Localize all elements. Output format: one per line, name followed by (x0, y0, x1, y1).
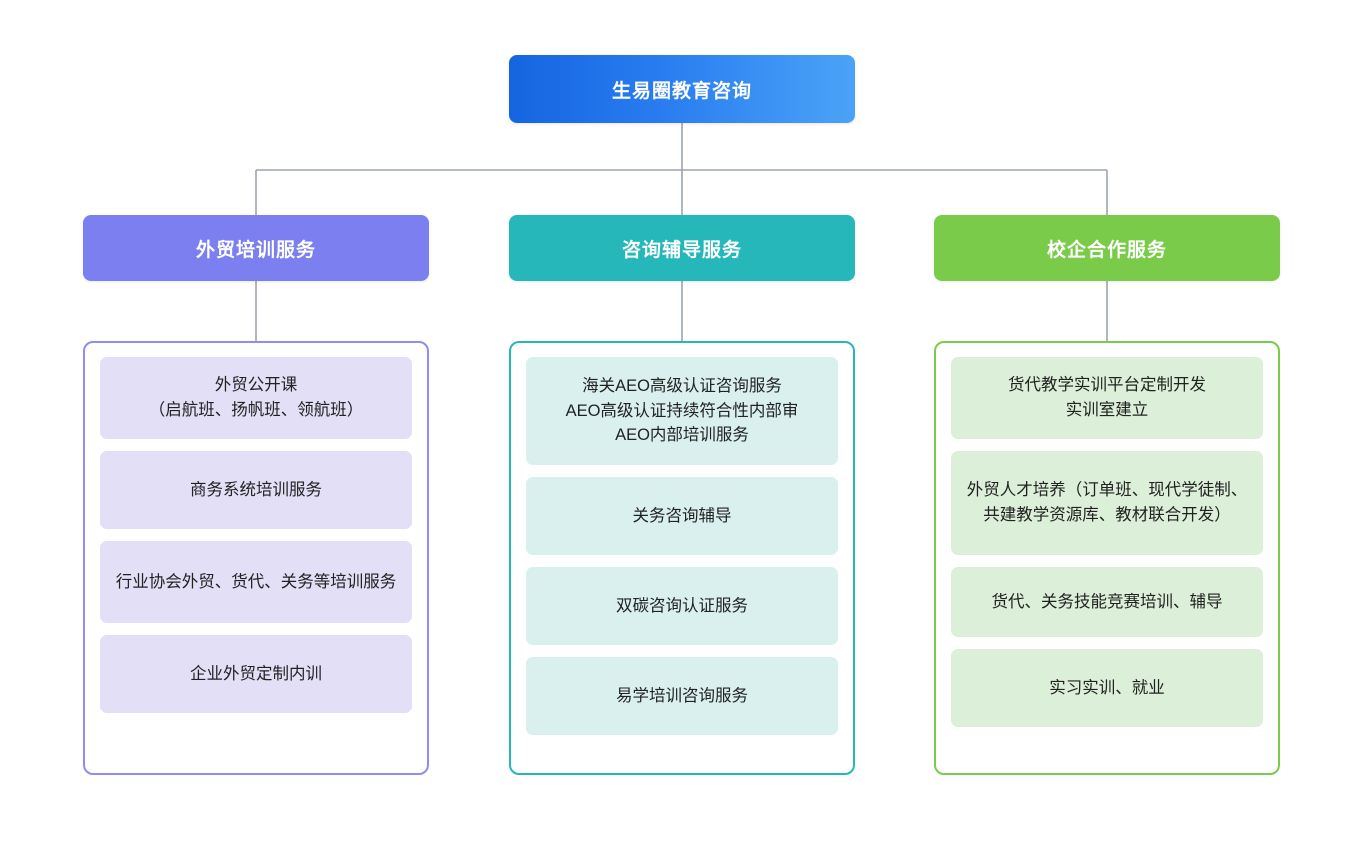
service-item[interactable]: 外贸人才培养（订单班、现代学徒制、共建教学资源库、教材联合开发） (951, 451, 1263, 555)
service-item[interactable]: 外贸公开课 （启航班、扬帆班、领航班） (100, 357, 412, 439)
branch-items-container-school-enterprise: 货代教学实训平台定制开发 实训室建立 外贸人才培养（订单班、现代学徒制、共建教学… (934, 341, 1280, 775)
service-item[interactable]: 双碳咨询认证服务 (526, 567, 838, 645)
root-node-label: 生易圈教育咨询 (611, 80, 752, 102)
branch-header-label: 校企合作服务 (1046, 239, 1167, 261)
service-item[interactable]: 关务咨询辅导 (526, 477, 838, 555)
service-item[interactable]: 商务系统培训服务 (100, 451, 412, 529)
service-item[interactable]: 企业外贸定制内训 (100, 635, 412, 713)
branch-header-school-enterprise[interactable]: 校企合作服务 (934, 215, 1280, 281)
branch-column-school-enterprise: 校企合作服务 货代教学实训平台定制开发 实训室建立 外贸人才培养（订单班、现代学… (934, 215, 1280, 775)
service-item[interactable]: 易学培训咨询服务 (526, 657, 838, 735)
branch-header-label: 外贸培训服务 (195, 239, 316, 261)
service-item[interactable]: 实习实训、就业 (951, 649, 1263, 727)
branch-column-foreign-trade-training: 外贸培训服务 外贸公开课 （启航班、扬帆班、领航班） 商务系统培训服务 行业协会… (83, 215, 429, 775)
service-item[interactable]: 货代教学实训平台定制开发 实训室建立 (951, 357, 1263, 439)
branch-header-label: 咨询辅导服务 (621, 239, 742, 261)
root-node[interactable]: 生易圈教育咨询 (509, 55, 855, 123)
branch-header-foreign-trade-training[interactable]: 外贸培训服务 (83, 215, 429, 281)
branch-items-container-consulting-tutoring: 海关AEO高级认证咨询服务 AEO高级认证持续符合性内部审 AEO内部培训服务 … (509, 341, 855, 775)
branch-items-container-foreign-trade-training: 外贸公开课 （启航班、扬帆班、领航班） 商务系统培训服务 行业协会外贸、货代、关… (83, 341, 429, 775)
service-item[interactable]: 行业协会外贸、货代、关务等培训服务 (100, 541, 412, 623)
service-item[interactable]: 海关AEO高级认证咨询服务 AEO高级认证持续符合性内部审 AEO内部培训服务 (526, 357, 838, 465)
service-item[interactable]: 货代、关务技能竞赛培训、辅导 (951, 567, 1263, 637)
branch-column-consulting-tutoring: 咨询辅导服务 海关AEO高级认证咨询服务 AEO高级认证持续符合性内部审 AEO… (509, 215, 855, 775)
branch-header-consulting-tutoring[interactable]: 咨询辅导服务 (509, 215, 855, 281)
